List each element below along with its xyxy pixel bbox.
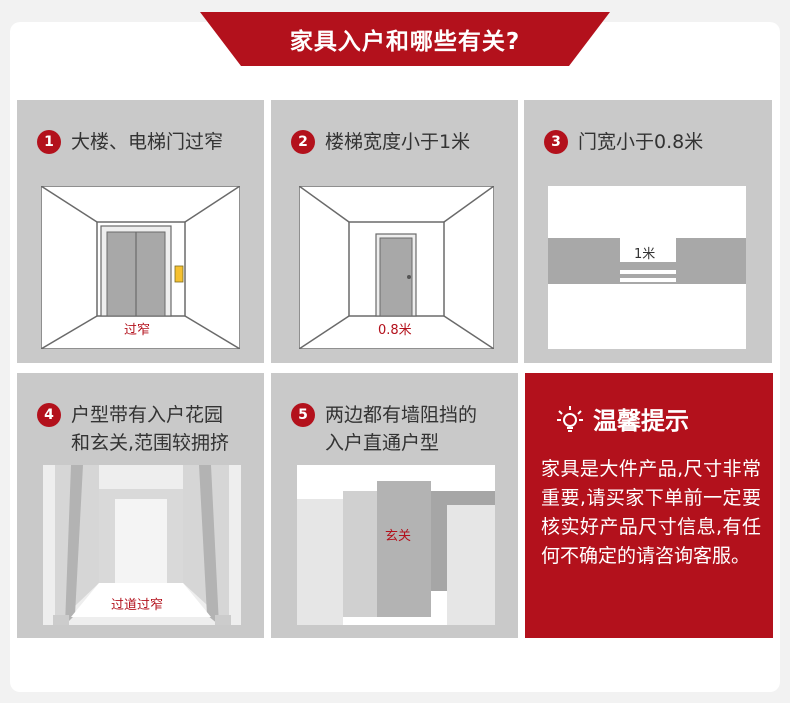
label-foyer: 玄关 — [385, 529, 412, 544]
foyer-illustration — [297, 465, 495, 625]
tip-heading: 温馨提示 — [557, 401, 689, 436]
banner-title: 家具入户和哪些有关? — [200, 12, 610, 66]
panel-title: 户型带有入户花园 和玄关,范围较拥挤 — [71, 404, 230, 454]
number-badge: 2 — [291, 130, 315, 154]
panel-door-width: 3 门宽小于0.8米 1米 — [524, 100, 772, 363]
elevator-illustration — [41, 186, 240, 349]
panel-heading: 4 户型带有入户花园 和玄关,范围较拥挤 — [37, 401, 254, 457]
panel-title: 大楼、电梯门过窄 — [71, 131, 224, 153]
number-badge: 4 — [37, 403, 61, 427]
panel-title: 两边都有墙阻挡的 入户直通户型 — [325, 404, 478, 454]
panel-heading: 5 两边都有墙阻挡的 入户直通户型 — [291, 401, 508, 457]
door-illustration — [299, 186, 494, 349]
panel-title: 楼梯宽度小于1米 — [325, 131, 471, 153]
panel-heading: 3 门宽小于0.8米 — [544, 128, 762, 156]
panel-title: 门宽小于0.8米 — [578, 131, 704, 153]
number-badge: 3 — [544, 130, 568, 154]
panel-heading: 2 楼梯宽度小于1米 — [291, 128, 508, 156]
label-too-narrow: 过窄 — [124, 323, 151, 338]
tip-panel: 温馨提示 家具是大件产品,尺寸非常重要,请买家下单前一定要核实好产品尺寸信息,有… — [525, 373, 773, 638]
panel-entrance-garden: 4 户型带有入户花园 和玄关,范围较拥挤 过道过窄 — [17, 373, 264, 638]
panel-elevator: 1 大楼、电梯门过窄 过窄 — [17, 100, 264, 363]
label-narrow-hallway: 过道过窄 — [111, 598, 164, 613]
hallway-illustration — [43, 465, 241, 625]
label-one-meter: 1米 — [634, 247, 656, 262]
label-door-width: 0.8米 — [378, 323, 412, 338]
number-badge: 1 — [37, 130, 61, 154]
panel-direct-entry: 5 两边都有墙阻挡的 入户直通户型 玄关 — [271, 373, 518, 638]
lightbulb-icon — [557, 405, 583, 432]
panel-heading: 1 大楼、电梯门过窄 — [37, 128, 254, 156]
tip-body: 家具是大件产品,尺寸非常重要,请买家下单前一定要核实好产品尺寸信息,有任何不确定… — [541, 458, 761, 567]
panel-stairs: 2 楼梯宽度小于1米 0.8米 — [271, 100, 518, 363]
corridor-plan-illustration — [548, 186, 746, 349]
tip-title: 温馨提示 — [593, 407, 689, 435]
number-badge: 5 — [291, 403, 315, 427]
